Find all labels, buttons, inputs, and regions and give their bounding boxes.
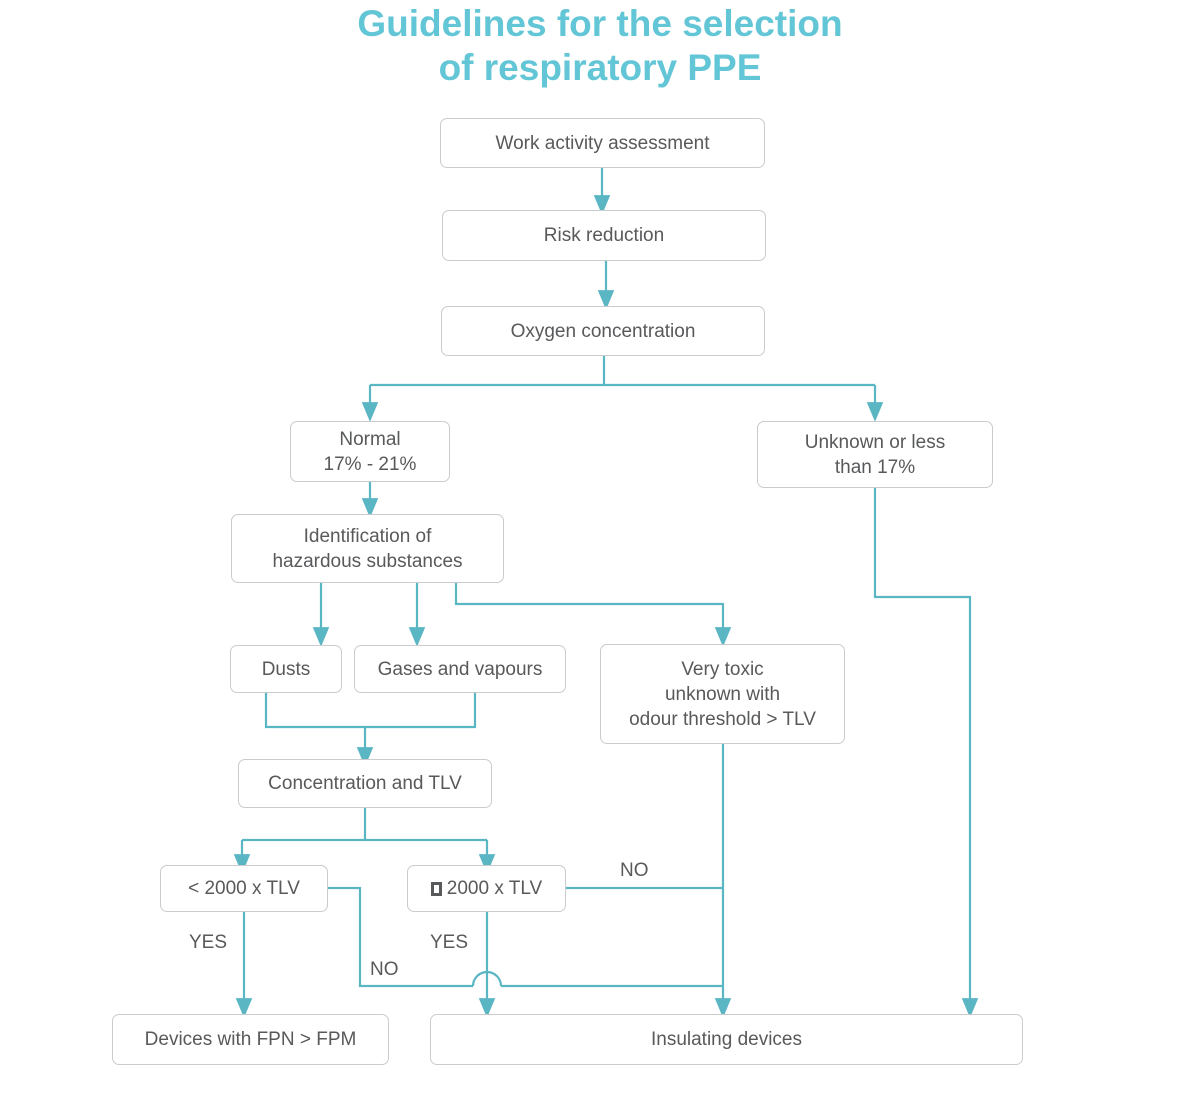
edge-label-yes-right: YES — [430, 932, 469, 953]
edge-label-yes-left: YES — [189, 932, 228, 953]
node-insulating-devices[interactable]: Insulating devices — [430, 1014, 1023, 1065]
page-title-line-2: of respiratory PPE — [438, 47, 762, 88]
node-risk-reduction[interactable]: Risk reduction — [442, 210, 766, 261]
node-label: Devices with FPN > FPM — [144, 1029, 357, 1050]
edge-dusts-merge — [264, 693, 477, 729]
missing-glyph-icon — [430, 881, 442, 896]
node-label: Insulating devices — [650, 1029, 803, 1050]
node-oxygen-concentration[interactable]: Oxygen concentration — [441, 306, 765, 356]
edge-lt2000-no — [328, 886, 473, 988]
node-dusts[interactable]: Dusts — [230, 645, 342, 693]
edge-unknown-to-insulating — [873, 488, 979, 1018]
node-label: Dusts — [261, 658, 311, 680]
node-label: < 2000 x TLV — [188, 878, 300, 899]
node-label: Oxygen concentration — [510, 320, 696, 342]
node-concentration-and-tlv[interactable]: Concentration and TLV — [238, 759, 492, 808]
node-gases-and-vapours[interactable]: Gases and vapours — [354, 645, 566, 693]
node-greater-equal-2000-x-tlv[interactable]: 2000 x TLV — [407, 865, 566, 912]
node-label: Risk reduction — [543, 225, 665, 246]
edge-label-no-right: NO — [620, 860, 649, 881]
node-unknown-or-less-than-17[interactable]: Unknown or less than 17% — [757, 421, 993, 488]
node-identification-of-hazardous-substances[interactable]: Identification of hazardous substances — [231, 514, 504, 583]
edge-label-no-left: NO — [370, 959, 399, 980]
node-label: Work activity assessment — [495, 132, 710, 154]
node-label: Unknown or less than 17% — [804, 431, 946, 478]
node-devices-with-fpn-greater-fpm[interactable]: Devices with FPN > FPM — [112, 1014, 389, 1065]
node-label: Concentration and TLV — [268, 773, 462, 794]
page-title: Guidelines for the selection of respirat… — [0, 0, 1200, 90]
node-label: Very toxic unknown with odour threshold … — [629, 658, 816, 730]
node-normal-oxygen-range[interactable]: Normal 17% - 21% — [290, 421, 450, 482]
node-label: 2000 x TLV — [446, 878, 543, 899]
edge-identification-to-verytoxic — [454, 583, 732, 647]
node-very-toxic-unknown-odour-threshold[interactable]: Very toxic unknown with odour threshold … — [600, 644, 845, 744]
node-label: Normal 17% - 21% — [323, 428, 417, 475]
page-title-line-1: Guidelines for the selection — [357, 3, 843, 44]
node-label: Gases and vapours — [377, 658, 543, 680]
node-work-activity-assessment[interactable]: Work activity assessment — [440, 118, 765, 168]
node-less-than-2000-x-tlv[interactable]: < 2000 x TLV — [160, 865, 328, 912]
node-label: Identification of hazardous substances — [272, 525, 463, 572]
